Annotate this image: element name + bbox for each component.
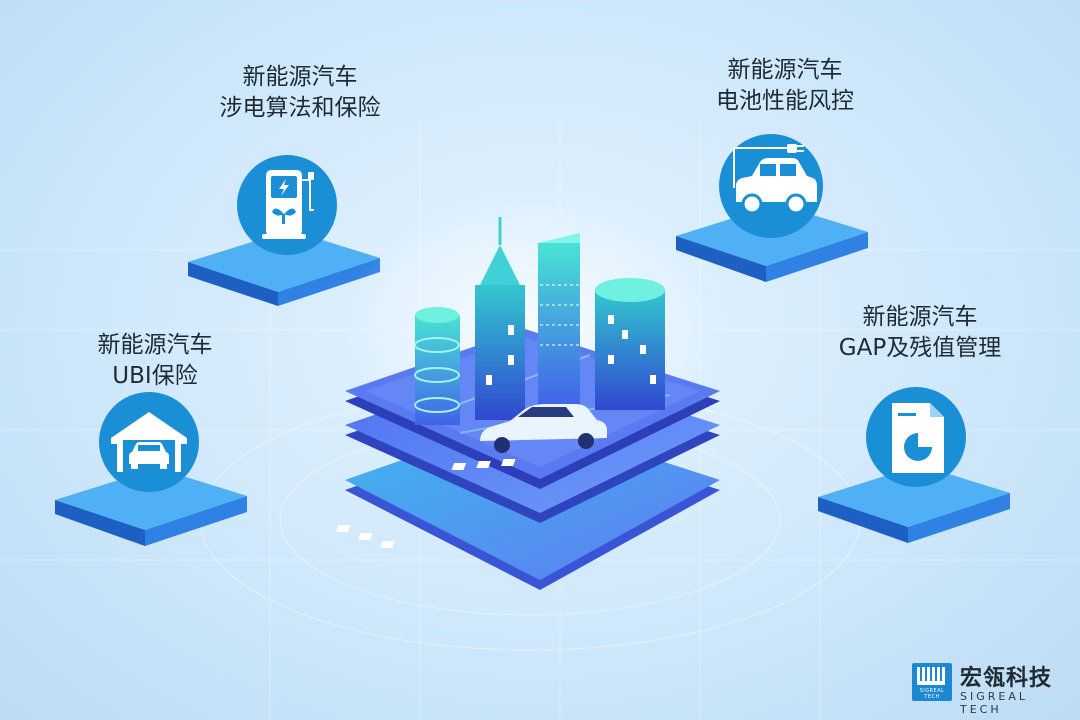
feature-tile-gap <box>818 387 1010 543</box>
feature-label-battery: 新能源汽车 电池性能风控 <box>655 55 915 117</box>
brand-name-en: SIGREAL TECH <box>960 690 1028 716</box>
feature-subtitle: 涉电算法和保险 <box>219 95 381 121</box>
feature-title: 新能源汽车 <box>242 64 358 90</box>
feature-tile-ubi <box>55 392 247 546</box>
charging-station-icon <box>237 155 337 255</box>
brand-name-cn: 宏瓴科技 <box>960 666 1053 691</box>
car-illustration <box>480 404 607 453</box>
feature-subtitle: UBI保险 <box>112 363 198 389</box>
car-garage-icon <box>99 392 199 492</box>
document-pie-chart-icon <box>866 387 966 487</box>
feature-subtitle: GAP及残值管理 <box>838 335 1002 361</box>
brand-bars-icon <box>917 667 945 685</box>
feature-subtitle: 电池性能风控 <box>716 88 854 114</box>
electric-car-plug-icon <box>719 134 823 238</box>
brand-mark: SIGREAL TECH <box>912 663 952 701</box>
feature-label-gap: 新能源汽车 GAP及残值管理 <box>790 302 1050 364</box>
feature-tile-charging <box>188 155 380 306</box>
feature-label-ubi: 新能源汽车 UBI保险 <box>40 330 270 392</box>
feature-tile-battery <box>676 134 868 282</box>
brand-mark-text: SIGREAL TECH <box>919 688 945 700</box>
smart-city-platform-icon <box>335 205 720 590</box>
feature-title: 新能源汽车 <box>727 57 843 83</box>
brand-logo: SIGREAL TECH 宏瓴科技 SIGREAL TECH <box>912 660 1072 716</box>
feature-title: 新能源汽车 <box>862 304 978 330</box>
feature-title: 新能源汽车 <box>97 332 213 358</box>
feature-label-charging: 新能源汽车 涉电算法和保险 <box>170 62 430 124</box>
